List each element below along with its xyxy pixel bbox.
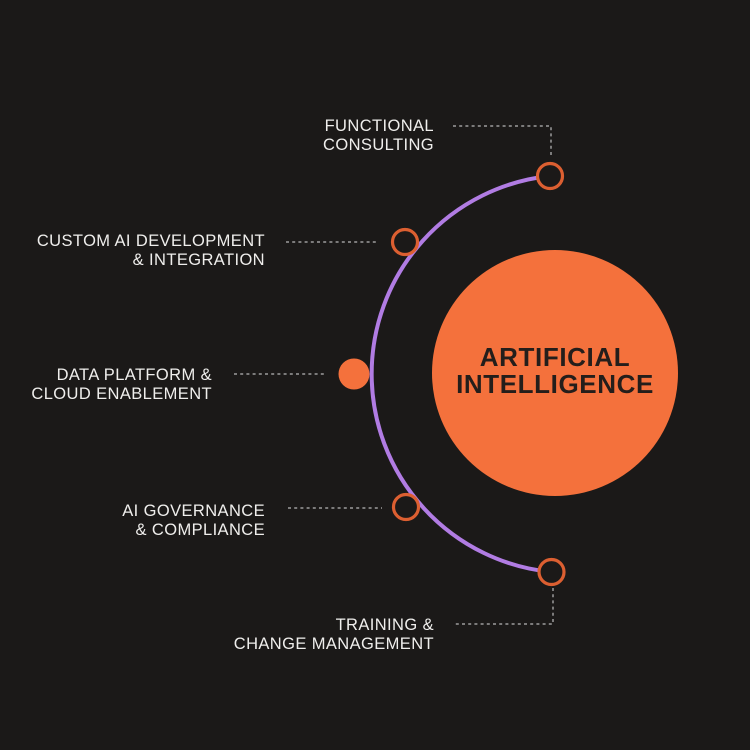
node-training-change-mgmt: [537, 557, 566, 587]
label-line: & INTEGRATION: [132, 250, 265, 269]
connector-functional-consulting: [453, 125, 552, 157]
label-line: CONSULTING: [323, 135, 434, 154]
label-functional-consulting: FUNCTIONAL CONSULTING: [323, 117, 434, 154]
central-title-line1: ARTIFICIAL: [479, 341, 631, 372]
label-line: FUNCTIONAL: [324, 117, 434, 135]
label-line: CLOUD ENABLEMENT: [31, 384, 212, 403]
label-line: CUSTOM AI DEVELOPMENT: [36, 232, 265, 250]
central-circle: ARTIFICIAL INTELLIGENCE: [432, 250, 678, 496]
label-line: CHANGE MANAGEMENT: [233, 634, 434, 653]
label-line: AI GOVERNANCE: [122, 502, 265, 520]
label-line: TRAINING &: [335, 616, 434, 634]
node-custom-ai-development: [390, 227, 420, 257]
label-data-platform: DATA PLATFORM & CLOUD ENABLEMENT: [31, 366, 212, 403]
central-title-line2: INTELLIGENCE: [456, 368, 654, 399]
label-line: DATA PLATFORM &: [56, 366, 212, 384]
node-data-platform-filled: [338, 358, 370, 390]
label-training-change-mgmt: TRAINING & CHANGE MANAGEMENT: [234, 616, 434, 653]
label-custom-ai-development: CUSTOM AI DEVELOPMENT & INTEGRATION: [37, 232, 265, 269]
connector-training-change-mgmt: [455, 588, 554, 625]
label-line: & COMPLIANCE: [135, 520, 265, 539]
central-title: ARTIFICIAL INTELLIGENCE: [456, 341, 654, 399]
label-ai-governance: AI GOVERNANCE & COMPLIANCE: [122, 502, 265, 539]
orbit-arc: [369, 174, 554, 574]
node-ai-governance: [391, 492, 421, 522]
node-functional-consulting: [535, 161, 565, 191]
